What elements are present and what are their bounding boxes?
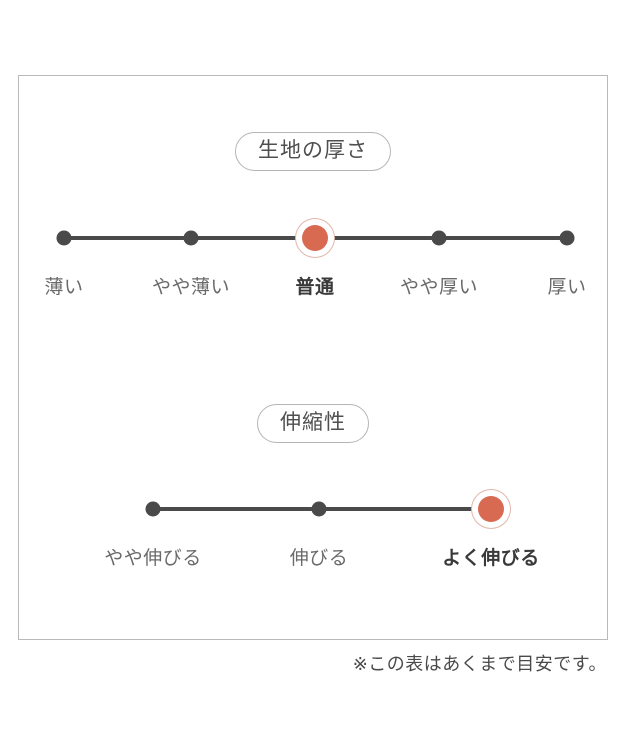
scale-label: 薄い (44, 277, 84, 298)
scale-dot[interactable] (183, 230, 199, 246)
scale-dot[interactable] (559, 230, 575, 246)
section-title-pill: 伸縮性 (257, 404, 369, 443)
scale-label: やや伸びる (104, 548, 202, 569)
fabric-spec-card: 生地の厚さ薄い やや薄い 普通 やや厚い 厚い伸縮性やや伸びる 伸びる よく伸びる (18, 75, 608, 640)
scale-label: やや薄い (151, 277, 231, 298)
section-header-1: 生地の厚さ (19, 132, 607, 171)
footnote-text: ※この表はあくまで目安です。 (352, 654, 607, 674)
scale-dot[interactable] (56, 230, 72, 246)
scale-label: やや厚い (399, 277, 479, 298)
scale-dot-active[interactable] (302, 225, 328, 251)
section-header-2: 伸縮性 (19, 404, 607, 443)
scale-label: 普通 (295, 277, 335, 298)
scale-label: 厚い (547, 277, 587, 298)
scale-dot-active[interactable] (478, 496, 504, 522)
scale-dot[interactable] (431, 230, 447, 246)
scale-dot[interactable] (311, 501, 327, 517)
scale-label: よく伸びる (442, 548, 540, 569)
section-title-pill: 生地の厚さ (235, 132, 391, 171)
scale-dot[interactable] (145, 501, 161, 517)
scale-label: 伸びる (289, 548, 349, 569)
